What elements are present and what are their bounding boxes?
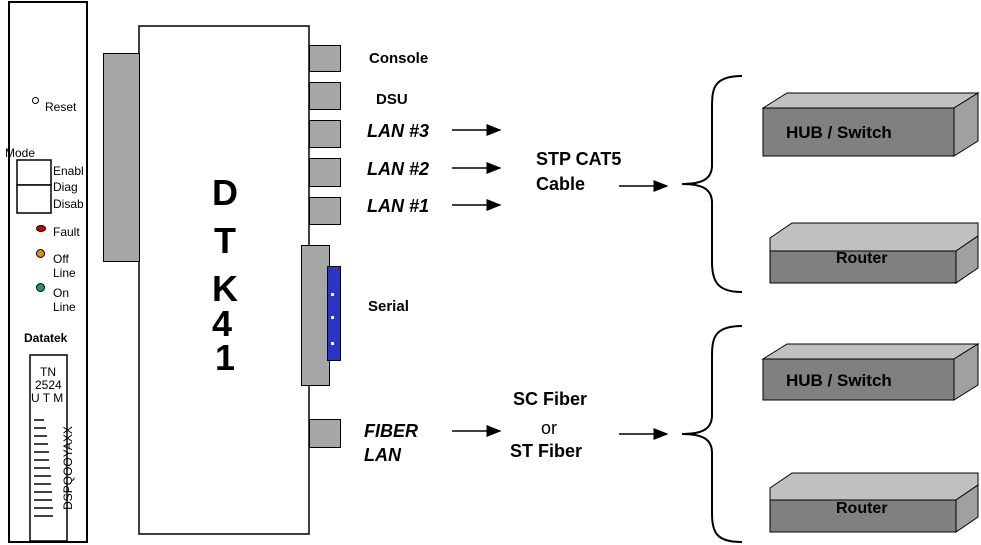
mode-disable-label: Disab [53, 197, 84, 211]
dsu-port [309, 82, 341, 110]
backplane-connector [103, 53, 140, 262]
online-label-line: Line [53, 300, 76, 314]
mode-enable-label: Enabl [53, 164, 84, 178]
online-label: On [53, 286, 70, 300]
mode-label: Mode [5, 146, 36, 160]
router-top-label: Router [836, 250, 888, 267]
or-label: or [541, 418, 558, 438]
mode-diag-label: Diag [53, 180, 78, 194]
unit-letter-3: K [212, 268, 238, 309]
model-utm-label: U T M [31, 391, 64, 405]
lan3-label: LAN #3 [367, 121, 430, 141]
console-port [309, 45, 341, 72]
st-fiber-label: ST Fiber [510, 441, 583, 461]
offline-led-icon [36, 249, 45, 258]
offline-label: Off [53, 252, 69, 266]
console-label: Console [369, 50, 429, 67]
unit-letter-5: 1 [215, 337, 236, 378]
unit-letter-4: 4 [212, 303, 233, 344]
serial-connector-housing [301, 245, 330, 386]
lan2-label: LAN #2 [367, 159, 430, 179]
offline-label-line: Line [53, 266, 76, 280]
reset-button-icon[interactable] [32, 97, 39, 104]
fiber-label: FIBER [364, 421, 418, 441]
barcode-text: DSPQOOYAXX [61, 426, 75, 510]
serial-label: Serial [368, 298, 409, 315]
model-tn-label: TN [40, 365, 56, 379]
serial-connector-blue [327, 266, 341, 361]
router-bottom-label: Router [836, 500, 888, 517]
router-top-shape [769, 222, 979, 284]
unit-letter-2: T [214, 220, 236, 261]
hub-switch-top-shape [761, 92, 980, 157]
online-led-icon [36, 283, 45, 292]
reset-label: Reset [45, 100, 77, 114]
hub-switch-top-label: HUB / Switch [786, 123, 892, 142]
fiber-lan-port [309, 419, 341, 448]
lan1-label: LAN #1 [367, 196, 430, 216]
lan1-port [309, 197, 341, 225]
fiber-lan-label: LAN [364, 445, 401, 465]
sc-fiber-label: SC Fiber [513, 389, 588, 409]
fault-label: Fault [53, 225, 80, 239]
brand-label: Datatek [24, 331, 68, 345]
router-bottom-shape [769, 472, 979, 533]
model-number-label: 2524 [35, 378, 62, 392]
lan2-port [309, 158, 341, 187]
hub-switch-bottom-label: HUB / Switch [786, 371, 892, 390]
dsu-label: DSU [376, 91, 408, 108]
mode-switch-upper[interactable] [17, 160, 51, 185]
fault-led-icon [36, 225, 46, 232]
stp-cable-label: Cable [536, 174, 586, 194]
unit-letter-1: D [212, 172, 238, 213]
hub-switch-bottom-shape [761, 343, 980, 401]
lan3-port [309, 120, 341, 148]
stp-cat5-label: STP CAT5 [536, 149, 622, 169]
mode-switch-lower[interactable] [17, 185, 51, 213]
